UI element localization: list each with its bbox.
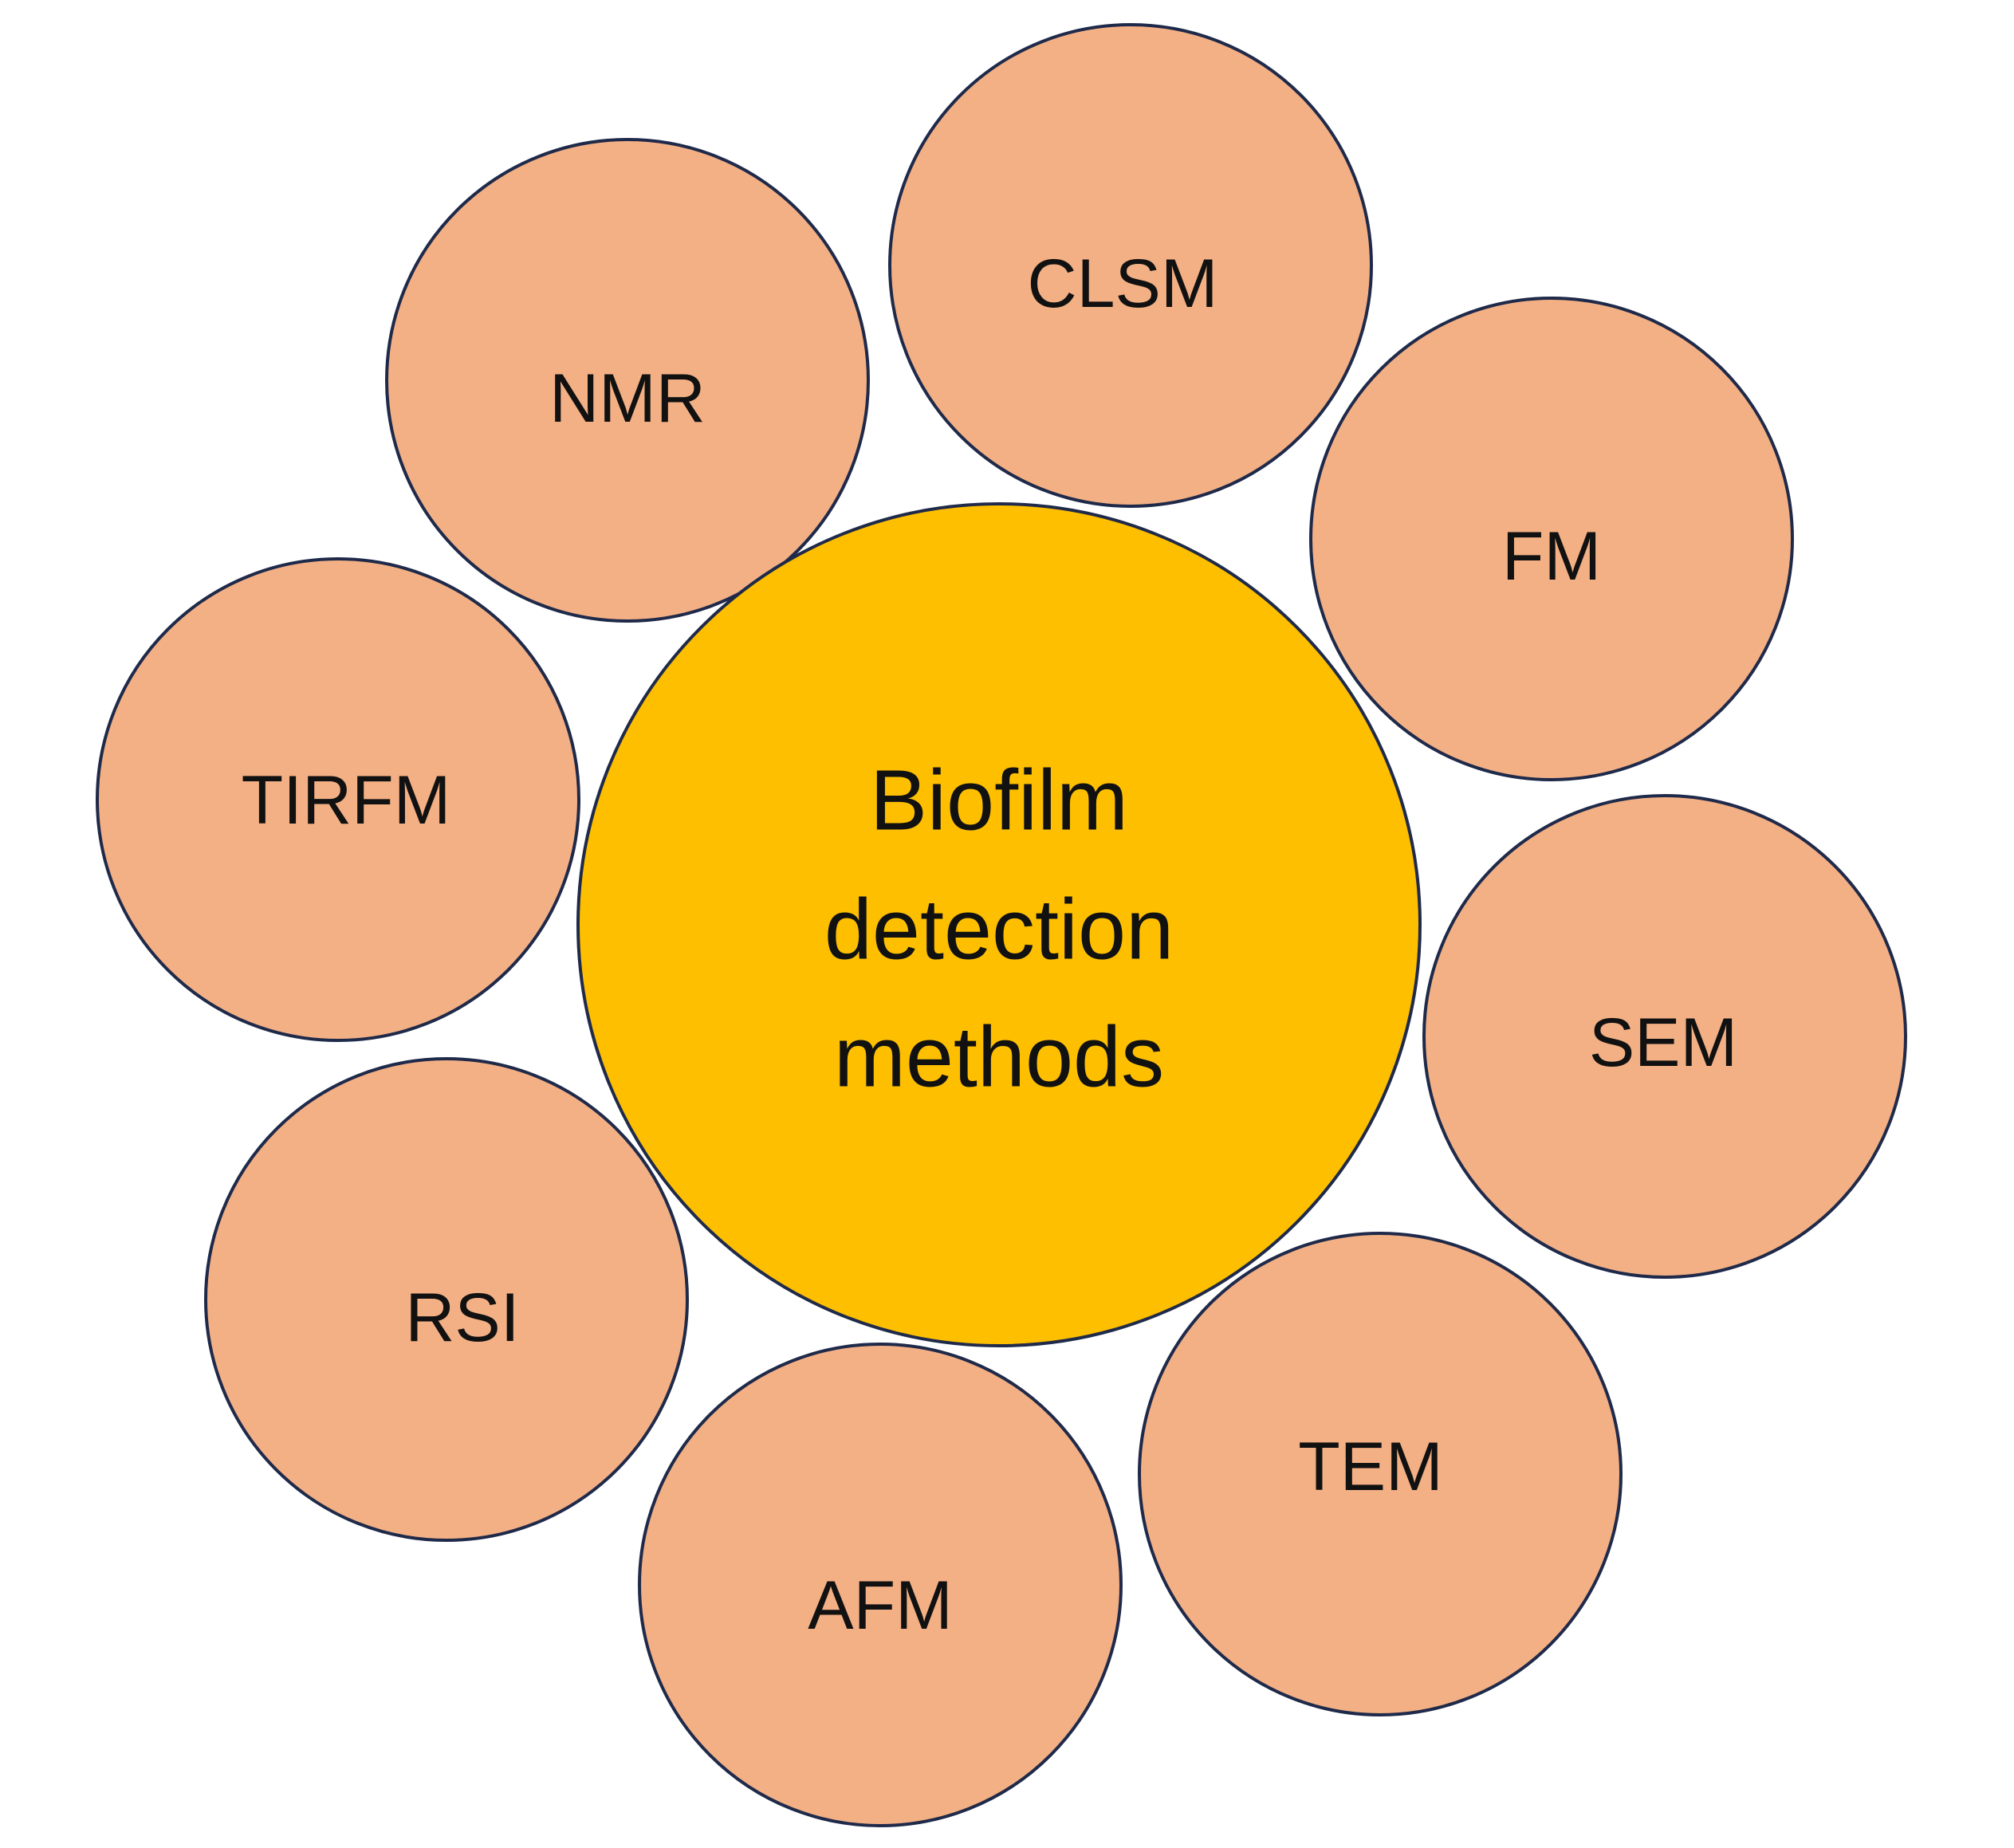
satellite-clsm: CLSM <box>888 23 1373 508</box>
satellite-fm-circle <box>1309 297 1794 781</box>
satellite-tem-circle <box>1138 1232 1623 1716</box>
satellite-rsi: RSI <box>204 1057 689 1542</box>
satellite-nmr: NMR <box>385 138 870 623</box>
center-label-line-3: methods <box>834 1009 1164 1105</box>
satellite-rsi-label: RSI <box>405 1280 519 1356</box>
satellite-fm: FM <box>1309 297 1794 781</box>
center-circle <box>576 502 1422 1347</box>
satellite-tirfm: TIRFM <box>96 557 580 1042</box>
satellite-sem: SEM <box>1422 794 1907 1279</box>
center-label-line-1: Biofilm <box>870 752 1128 848</box>
satellite-tem: TEM <box>1138 1232 1623 1716</box>
satellite-afm: AFM <box>638 1343 1123 1827</box>
satellite-tem-label: TEM <box>1298 1429 1443 1505</box>
satellite-clsm-label: CLSM <box>1028 246 1218 322</box>
satellite-nmr-circle <box>385 138 870 623</box>
satellite-clsm-circle <box>888 23 1373 508</box>
satellite-rsi-circle <box>204 1057 689 1542</box>
center-node: Biofilm detection methods <box>576 502 1422 1347</box>
satellite-tirfm-circle <box>96 557 580 1042</box>
satellite-tirfm-label: TIRFM <box>242 762 451 839</box>
satellite-sem-label: SEM <box>1589 1005 1737 1081</box>
satellite-nmr-label: NMR <box>549 360 706 437</box>
satellite-afm-label: AFM <box>808 1567 953 1644</box>
center-label-line-2: detection <box>824 881 1174 977</box>
satellite-fm-label: FM <box>1502 518 1601 595</box>
satellite-sem-circle <box>1422 794 1907 1279</box>
satellite-afm-circle <box>638 1343 1123 1827</box>
